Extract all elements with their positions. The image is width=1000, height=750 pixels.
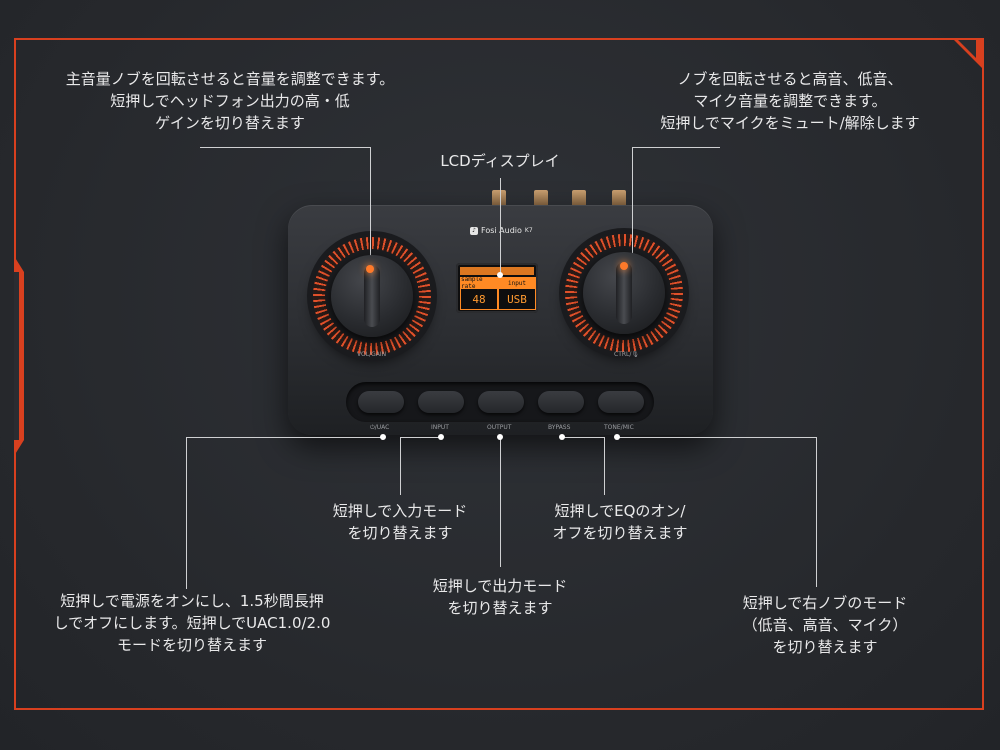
button-label-bypass: BYPASS <box>548 424 571 431</box>
annotation-main-knob: 主音量ノブを回転させると音量を調整できます。 短押しでヘッドフォン出力の高・低 … <box>65 70 395 132</box>
fosi-icon: ♪ <box>470 226 478 235</box>
callout-dot <box>559 434 565 440</box>
callout-line <box>604 437 605 495</box>
brand-logo: ♪ Fosi Audio K7 <box>470 226 533 235</box>
knob-indicator-icon <box>620 262 628 270</box>
lcd-sample-rate-label: sample rate <box>460 276 498 290</box>
side-accent <box>14 256 24 456</box>
knob-grip <box>616 262 632 324</box>
rca-jack <box>492 190 506 208</box>
callout-line <box>500 178 501 273</box>
input-button[interactable] <box>418 391 464 413</box>
callout-line <box>400 437 401 495</box>
callout-dot <box>497 272 503 278</box>
button-label-input: INPUT <box>431 424 449 431</box>
callout-line <box>562 437 604 438</box>
lcd-status-bar <box>460 267 534 275</box>
callout-dot <box>380 434 386 440</box>
side-accent-inner <box>14 272 19 440</box>
button-label-output: OUTPUT <box>487 424 512 431</box>
brand-name: Fosi Audio <box>481 226 522 235</box>
annotation-tone-button: 短押しで右ノブのモード （低音、高音、マイク） を切り替えます <box>742 594 908 656</box>
left-knob-label: VOL/GAIN <box>357 351 387 358</box>
callout-line <box>500 437 501 567</box>
rca-jack <box>612 190 626 208</box>
callout-line <box>200 147 370 148</box>
button-label-tone-mic: TONE/MIC <box>604 424 634 431</box>
control-mic-knob[interactable] <box>583 252 665 334</box>
callout-line <box>632 147 720 148</box>
annotation-lcd: LCDディスプレイ <box>440 152 560 170</box>
callout-line <box>186 437 382 438</box>
rca-jack <box>534 190 548 208</box>
button-label-power: ⏻/UAC <box>370 424 390 431</box>
output-button[interactable] <box>478 391 524 413</box>
callout-dot <box>497 434 503 440</box>
bypass-button[interactable] <box>538 391 584 413</box>
annotation-right-knob: ノブを回転させると高音、低音、 マイク音量を調整できます。 短押しでマイクをミュ… <box>660 70 920 132</box>
lcd-sample-rate-value: 48 <box>460 288 498 310</box>
tone-mic-button[interactable] <box>598 391 644 413</box>
callout-dot <box>438 434 444 440</box>
callout-line <box>816 437 817 587</box>
callout-line <box>632 147 633 262</box>
callout-dot <box>614 434 620 440</box>
lcd-display: sample rate input 48 USB <box>456 263 538 313</box>
callout-line <box>616 437 816 438</box>
corner-accent-inner <box>958 40 976 58</box>
lcd-input-label: input <box>498 277 536 289</box>
callout-line <box>186 437 187 589</box>
callout-line <box>370 147 371 267</box>
annotation-power-button: 短押しで電源をオンにし、1.5秒間長押 しでオフにします。短押しでUAC1.0/… <box>53 592 331 654</box>
rca-jack <box>572 190 586 208</box>
accent-frame <box>14 38 984 710</box>
model-name: K7 <box>524 227 533 234</box>
annotation-output-button: 短押しで出力モード を切り替えます <box>432 577 568 617</box>
annotation-input-button: 短押しで入力モード を切り替えます <box>332 502 468 542</box>
callout-line <box>400 437 440 438</box>
right-knob-label: CTRL/🎙 <box>614 351 640 358</box>
knob-grip <box>364 265 380 327</box>
power-uac-button[interactable] <box>358 391 404 413</box>
knob-indicator-icon <box>366 265 374 273</box>
annotation-bypass-button: 短押しでEQのオン/ オフを切り替えます <box>552 502 688 542</box>
lcd-input-value: USB <box>498 288 536 310</box>
